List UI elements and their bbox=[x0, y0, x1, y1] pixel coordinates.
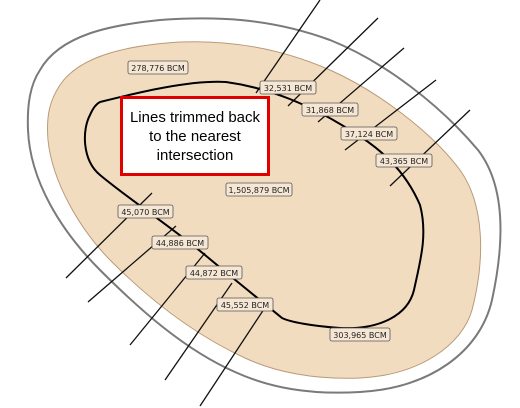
svg-text:1,505,879 BCM: 1,505,879 BCM bbox=[228, 186, 289, 195]
label-slice-5: 45,070 BCM bbox=[117, 204, 174, 219]
label-slice-3: 37,124 BCM bbox=[340, 126, 398, 141]
svg-text:43,365 BCM: 43,365 BCM bbox=[380, 157, 428, 166]
label-slice-4: 43,365 BCM bbox=[375, 153, 433, 168]
svg-text:32,531 BCM: 32,531 BCM bbox=[264, 84, 312, 93]
svg-text:45,552 BCM: 45,552 BCM bbox=[221, 301, 269, 310]
label-slice-6: 44,886 BCM bbox=[151, 235, 209, 250]
svg-text:44,872 BCM: 44,872 BCM bbox=[190, 269, 238, 278]
svg-text:303,965 BCM: 303,965 BCM bbox=[333, 331, 387, 340]
label-slice-2: 31,868 BCM bbox=[301, 102, 359, 117]
callout-box: Lines trimmed back to the nearest inters… bbox=[120, 96, 270, 176]
label-slice-1: 32,531 BCM bbox=[259, 80, 317, 95]
callout-text: Lines trimmed back to the nearest inters… bbox=[129, 108, 261, 164]
label-center: 1,505,879 BCM bbox=[225, 182, 293, 197]
label-outer-top: 278,776 BCM bbox=[127, 60, 189, 75]
svg-text:37,124 BCM: 37,124 BCM bbox=[345, 130, 393, 139]
label-outer-bottom: 303,965 BCM bbox=[329, 327, 391, 342]
svg-text:45,070 BCM: 45,070 BCM bbox=[121, 208, 169, 217]
inner-boundary bbox=[83, 80, 425, 330]
label-slice-8: 45,552 BCM bbox=[216, 297, 274, 312]
svg-text:31,868 BCM: 31,868 BCM bbox=[306, 106, 354, 115]
svg-text:44,886 BCM: 44,886 BCM bbox=[156, 239, 204, 248]
label-slice-7: 44,872 BCM bbox=[185, 265, 243, 280]
svg-text:278,776 BCM: 278,776 BCM bbox=[131, 64, 185, 73]
